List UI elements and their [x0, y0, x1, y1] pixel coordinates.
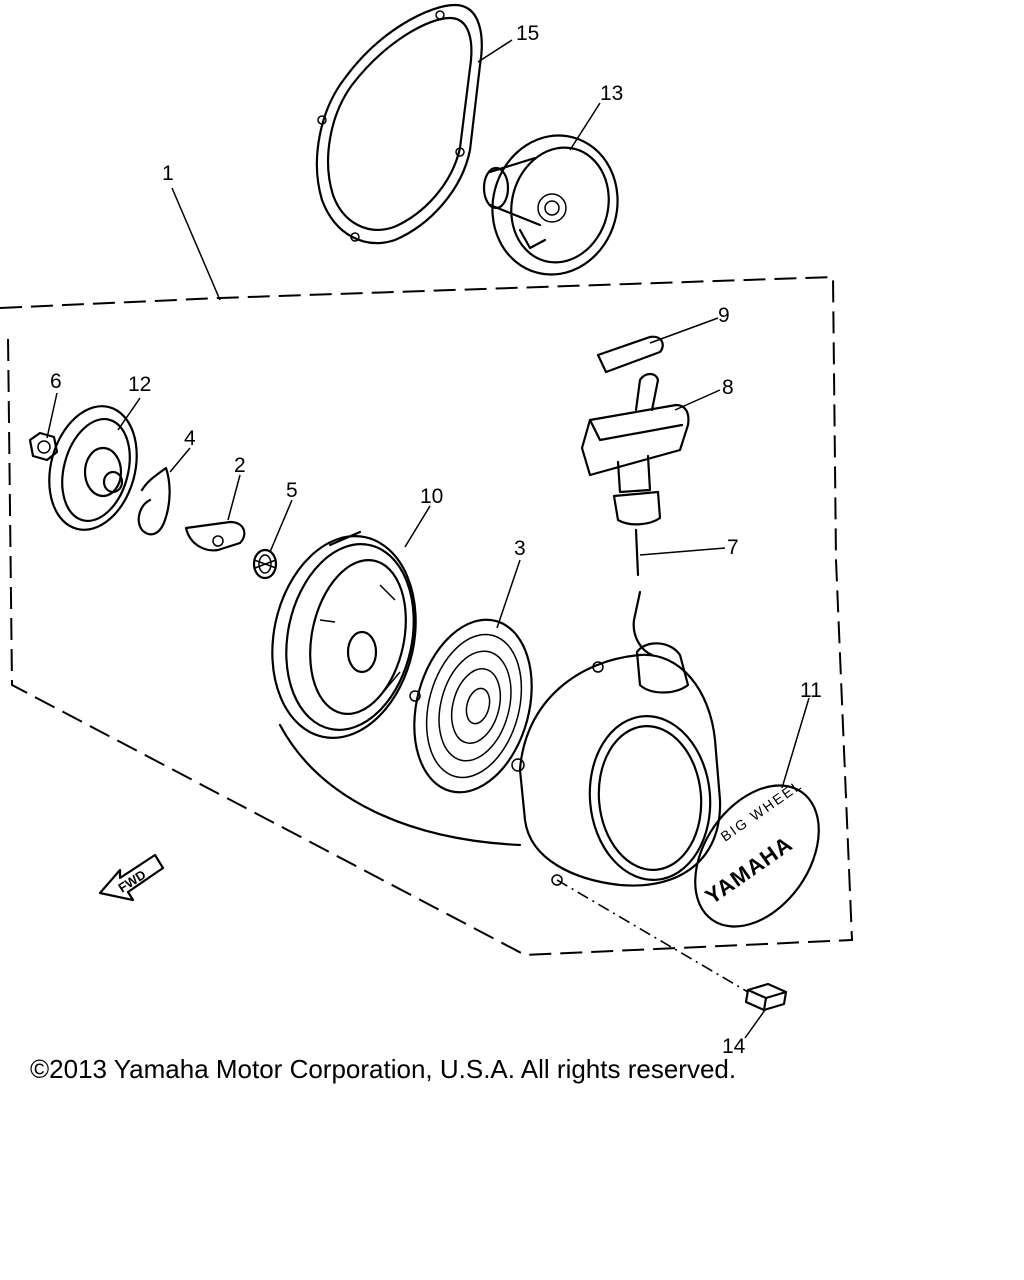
- callout-4: 4: [184, 427, 196, 450]
- part-spiral-spring: [409, 618, 533, 794]
- part-sheave-drum: [271, 530, 417, 739]
- callout-13: 13: [600, 82, 623, 105]
- fwd-arrow-icon: FWD: [98, 853, 165, 902]
- callout-numbers: 1 2 3 4 5 6 7 8 9 10 11 12 13 14 15: [50, 22, 822, 1058]
- callout-9: 9: [718, 304, 730, 327]
- part-gasket: [315, 3, 483, 245]
- callout-2: 2: [234, 454, 246, 477]
- callout-11: 11: [800, 679, 822, 702]
- assembly-boundary: [0, 275, 854, 957]
- part-rope-run: [278, 723, 522, 847]
- part-starter-case: [511, 642, 722, 887]
- emblem-model-text: BIG WHEEL: [718, 776, 806, 844]
- emblem-brand-text: YAMAHA: [701, 831, 798, 909]
- part-bolt: [744, 982, 788, 1012]
- part-friction-plate: [48, 405, 138, 531]
- part-handle-cap: [596, 335, 664, 374]
- part-pawl: [184, 520, 246, 552]
- callout-10: 10: [420, 485, 443, 508]
- part-spring-clip: [137, 466, 171, 536]
- callout-14: 14: [722, 1035, 746, 1058]
- part-drive-plate: [482, 134, 619, 276]
- callout-7: 7: [727, 536, 739, 559]
- part-starter-handle: [580, 372, 690, 526]
- callout-15: 15: [516, 22, 539, 45]
- callout-5: 5: [286, 479, 298, 502]
- callout-3: 3: [514, 537, 526, 560]
- callout-1: 1: [162, 162, 174, 185]
- leader-lines: [46, 39, 810, 1039]
- callout-12: 12: [128, 373, 151, 396]
- callout-6: 6: [50, 370, 62, 393]
- callout-8: 8: [722, 376, 734, 399]
- part-nut: [28, 431, 59, 462]
- part-spring: [252, 548, 278, 580]
- copyright-notice: ©2013 Yamaha Motor Corporation, U.S.A. A…: [30, 1054, 737, 1084]
- part-starter-rope: [632, 528, 654, 657]
